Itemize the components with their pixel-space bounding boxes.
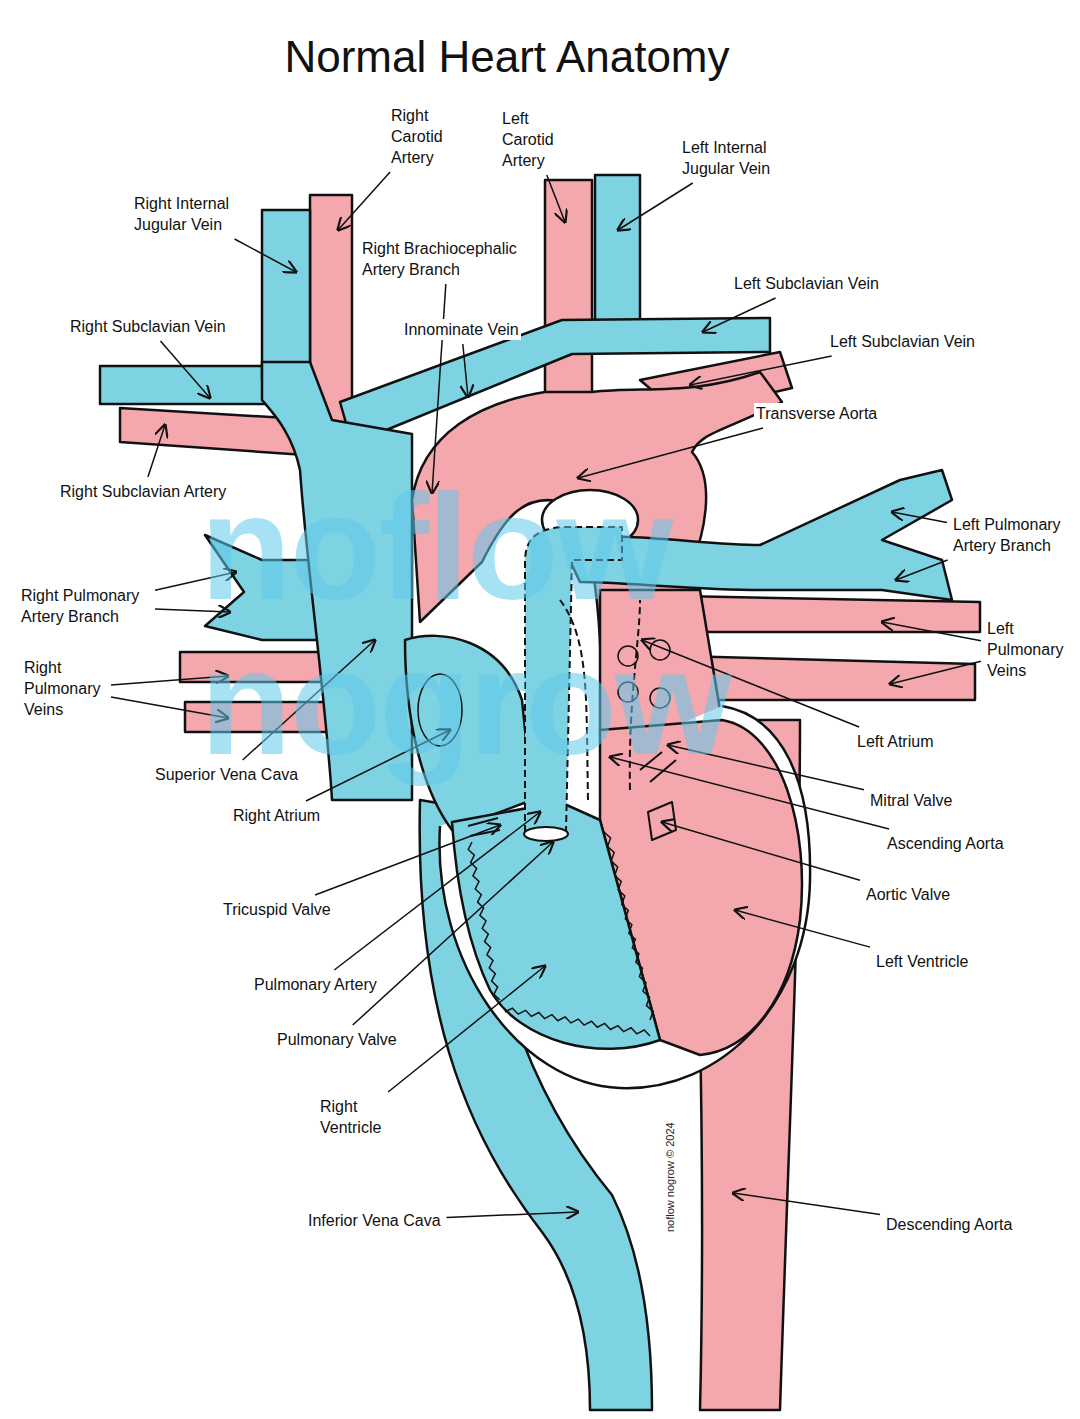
leader-line [235,239,296,272]
leader-line [315,825,500,895]
tricuspid-valve [468,818,500,836]
leader-line [388,966,545,1092]
part-label: Left Atrium [855,731,935,752]
part-label: Pulmonary Artery [252,974,379,995]
part-label: Left Subclavian Vein [828,331,977,352]
part-label: Left Pulmonary Artery Branch [951,514,1073,556]
part-label: Left Internal Jugular Vein [680,137,785,179]
part-label: Left Ventricle [874,951,971,972]
leader-line [338,172,390,230]
leader-line [463,344,468,397]
leader-line [160,341,210,398]
aortic-valve [648,802,676,840]
right-internal-jugular-vein [262,210,310,380]
leader-line [890,661,981,684]
drawing-part [100,175,980,1410]
leader-line [662,822,860,880]
leader-line [618,183,693,230]
leader-line [733,1193,880,1214]
copyright-stamp: noflow nogrow © 2024 [664,1122,677,1232]
part-label: Tricuspid Valve [221,899,333,920]
serrated-wall [468,842,500,1000]
part-label: Right Ventricle [318,1096,396,1138]
part-label: Pulmonary Valve [275,1029,399,1050]
leader-line [334,812,540,970]
part-label: Descending Aorta [884,1214,1014,1235]
leader-line [703,298,776,332]
leader-line [882,622,981,641]
part-label: Left Subclavian Vein [732,273,881,294]
leader-line [896,560,948,580]
leader-line [148,425,165,477]
leader-line [735,910,870,947]
part-label: Right Atrium [231,805,322,826]
part-label: Right Subclavian Vein [68,316,228,337]
left-carotid-artery [545,180,592,405]
right-ventricle [452,802,660,1049]
pulmonary-valve [524,827,568,841]
leader-line [432,284,446,493]
part-label: Right Brachiocephalic Artery Branch [360,238,535,280]
part-label: Transverse Aorta [754,403,879,424]
part-label: Mitral Valve [868,790,954,811]
leader-line [353,842,553,1025]
leader-line [547,175,565,222]
part-label: Aortic Valve [864,884,952,905]
part-label: Left Carotid Artery [500,108,566,171]
leader-line [690,356,832,385]
drawing-part [468,832,653,1036]
part-label: Left Pulmonary Veins [985,618,1071,681]
watermark: noflow nogrow [200,470,820,780]
part-label: Right Carotid Artery [389,105,455,168]
leader-line [447,1212,578,1217]
leader-line [892,512,947,523]
part-label: Right Pulmonary Artery Branch [19,585,151,627]
serrated-wall [604,832,653,1020]
diagram-title: Normal Heart Anatomy [0,30,1014,84]
part-label: Right Internal Jugular Vein [132,193,244,235]
part-label: Ascending Aorta [885,833,1006,854]
part-label: Right Pulmonary Veins [22,657,107,720]
part-label: Inferior Vena Cava [306,1210,443,1231]
part-label: Innominate Vein [402,319,521,340]
serrated-wall [505,1008,650,1036]
left-internal-jugular-vein [595,175,640,335]
